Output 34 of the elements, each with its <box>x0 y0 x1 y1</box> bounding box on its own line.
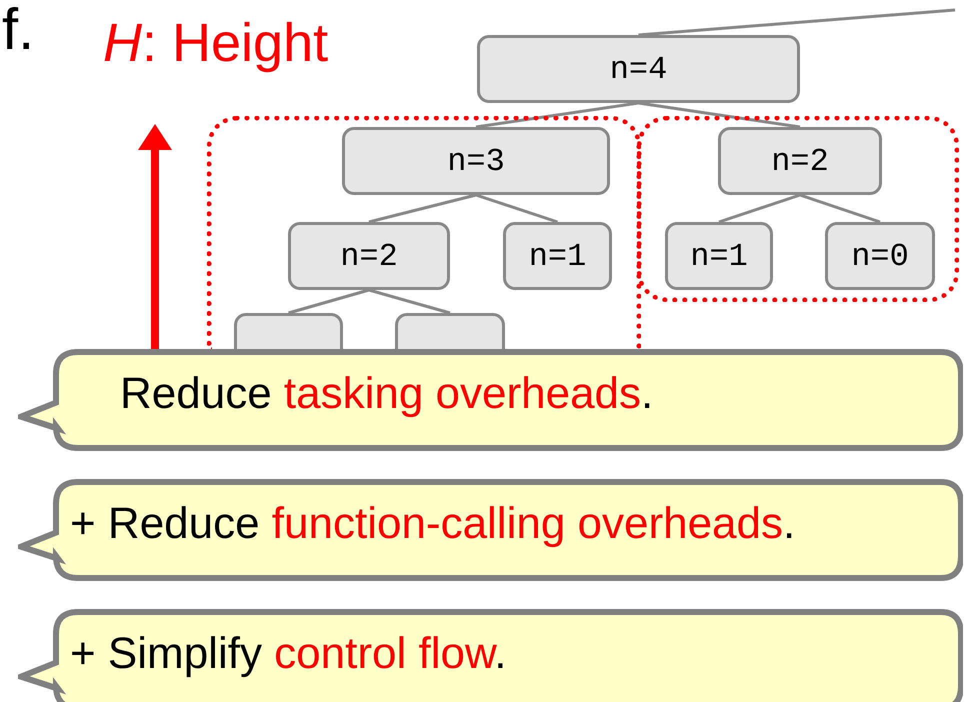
tree-node-box: n=1 <box>665 222 773 290</box>
speech-bubble <box>18 348 963 452</box>
callout-text: + Reduce <box>70 499 260 548</box>
tree-edge <box>718 194 800 224</box>
speech-bubble <box>18 478 963 582</box>
tree-edge <box>476 102 639 128</box>
highlighted-text: control flow <box>273 629 494 678</box>
tree-edge <box>638 102 800 128</box>
dotted-group-outline <box>637 116 959 302</box>
tree-node-box <box>395 313 505 349</box>
height-label: H: Height <box>103 14 328 74</box>
callout-text: Reduce <box>120 369 272 418</box>
tree-edge <box>476 194 558 224</box>
highlighted-text: tasking overheads <box>282 369 642 418</box>
tree-edge <box>368 194 476 224</box>
tree-node-box: n=2 <box>288 222 450 290</box>
tree-node-box: n=0 <box>825 222 935 290</box>
tree-node-box: n=3 <box>342 127 610 195</box>
dotted-group-outline <box>207 116 641 349</box>
tree-edge <box>368 288 450 314</box>
tree-edge <box>800 194 880 224</box>
tree-node-box: n=1 <box>503 222 612 290</box>
speech-bubble <box>18 608 963 702</box>
tree-node-box <box>234 313 343 349</box>
tree-edge <box>638 8 956 36</box>
callout-text: . <box>494 629 507 678</box>
callout-text: . <box>783 499 796 548</box>
section-letter: f. <box>2 0 34 62</box>
callout-text: . <box>641 369 654 418</box>
tree-node-box: n=2 <box>718 127 882 195</box>
tree-edge <box>288 288 370 314</box>
tree-node-box: n=4 <box>477 35 800 103</box>
highlighted-text: function-calling overheads <box>270 499 784 548</box>
callout-text: + Simplify <box>70 629 262 678</box>
